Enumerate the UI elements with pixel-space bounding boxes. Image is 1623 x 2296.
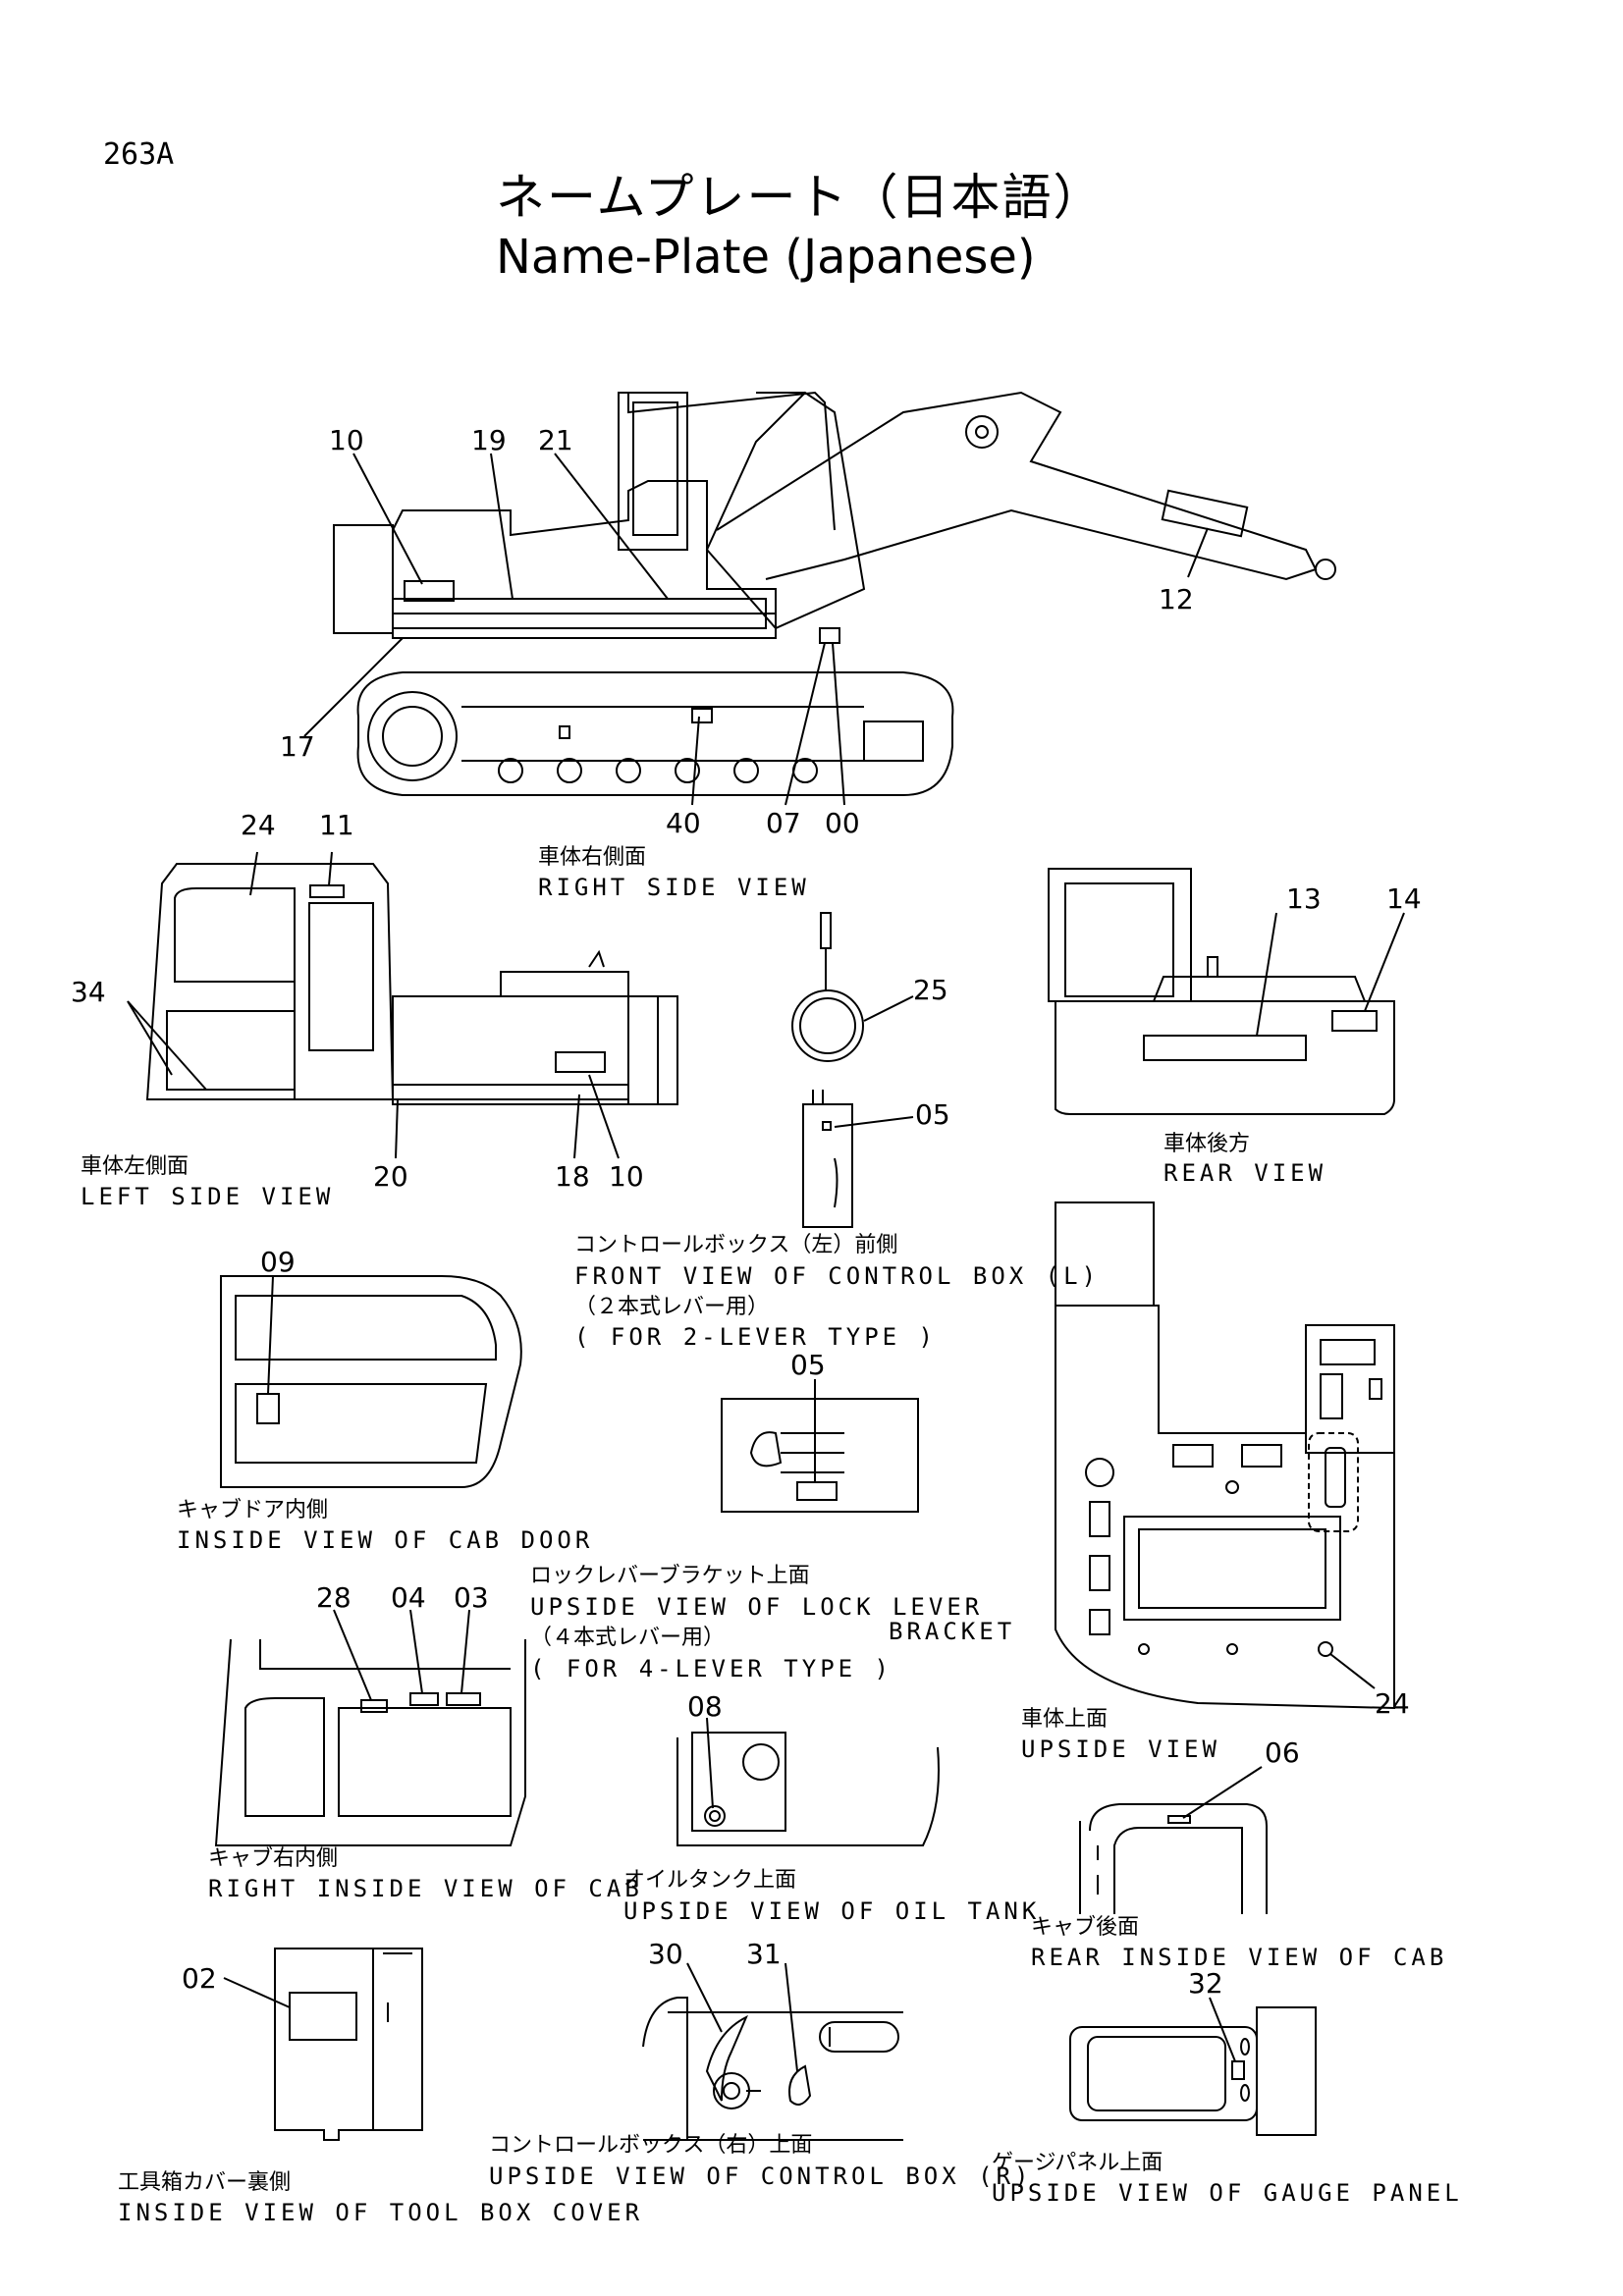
callout-14: 14: [1386, 882, 1422, 915]
callout-12: 12: [1159, 583, 1194, 615]
rear-view-jp: 車体後方: [1163, 1132, 1250, 1156]
left-side-drawing: [145, 863, 678, 1105]
callout-34: 34: [71, 976, 106, 1008]
callout-11: 11: [319, 809, 354, 841]
oil-tank-drawing: [676, 1717, 940, 1846]
left-side-view-en: LEFT SIDE VIEW: [81, 1183, 334, 1210]
callout-28: 28: [316, 1581, 352, 1614]
part-25-drawing: [791, 912, 914, 1062]
callout-19: 19: [471, 424, 507, 456]
callout-18: 18: [555, 1160, 590, 1193]
control-box-right-drawing: [642, 1962, 903, 2141]
left-side-callout-leaders: [127, 851, 620, 1159]
gauge-panel-en: UPSIDE VIEW OF GAUGE PANEL: [992, 2179, 1463, 2207]
upside-view-jp: 車体上面: [1021, 1707, 1108, 1732]
cab-door-jp: キャブドア内側: [177, 1498, 328, 1522]
gauge-panel-jp: ゲージパネル上面: [992, 2151, 1163, 2175]
oil-tank-jp: オイルタンク上面: [623, 1868, 796, 1893]
left-side-callouts: 24 11 34 20 18 10: [71, 809, 644, 1193]
callout-05-b: 05: [790, 1349, 826, 1381]
cab-right-jp: キャブ右内側: [208, 1846, 338, 1871]
tool-box-jp: 工具箱カバー裏側: [118, 2170, 291, 2195]
rear-view-en: REAR VIEW: [1163, 1159, 1326, 1187]
lock-lever-en: UPSIDE VIEW OF LOCK LEVER: [530, 1593, 983, 1621]
callout-25: 25: [913, 974, 948, 1006]
control-box-left-drawing: [802, 1090, 914, 1228]
callout-30: 30: [648, 1938, 683, 1970]
callout-40: 40: [666, 807, 701, 839]
lock-lever-drawing: [721, 1379, 919, 1513]
callout-04: 04: [391, 1581, 426, 1614]
callout-08: 08: [687, 1690, 723, 1723]
tool-box-en: INSIDE VIEW OF TOOL BOX COVER: [118, 2199, 643, 2226]
gauge-panel-drawing: [1069, 1997, 1317, 2136]
callout-31: 31: [746, 1938, 782, 1970]
tool-box-drawing: [223, 1948, 423, 2141]
callout-20: 20: [373, 1160, 408, 1193]
cab-right-drawing: [214, 1609, 526, 1846]
title-japanese: ネームプレート（日本語）: [496, 169, 1105, 226]
right-side-callout-leaders: [303, 453, 1209, 806]
right-side-view-jp: 車体右側面: [538, 845, 646, 870]
callout-00: 00: [825, 807, 860, 839]
callout-09: 09: [260, 1246, 296, 1278]
left-side-view-jp: 車体左側面: [81, 1154, 189, 1179]
callout-10-left: 10: [609, 1160, 644, 1193]
callout-10: 10: [329, 424, 364, 456]
title-english: Name-Plate (Japanese): [496, 230, 1036, 285]
page-number: 263A: [103, 137, 174, 172]
callout-21: 21: [538, 424, 573, 456]
rear-view-drawing: [1048, 868, 1405, 1115]
control-box-right-en: UPSIDE VIEW OF CONTROL BOX (R): [489, 2163, 1032, 2190]
callout-03: 03: [454, 1581, 489, 1614]
excavator-right-side-drawing: [333, 391, 1336, 796]
right-side-view-en: RIGHT SIDE VIEW: [538, 874, 810, 901]
control-box-left-jp: コントロールボックス（左）前側: [574, 1233, 897, 1257]
callout-17: 17: [280, 730, 315, 763]
cab-rear-en: REAR INSIDE VIEW OF CAB: [1031, 1944, 1447, 1971]
control-box-left-note-jp: （２本式レバー用）: [574, 1295, 769, 1319]
callout-05-a: 05: [915, 1098, 950, 1131]
upside-view-en: UPSIDE VIEW: [1021, 1735, 1220, 1763]
callout-02: 02: [182, 1962, 217, 1995]
cab-door-en: INSIDE VIEW OF CAB DOOR: [177, 1526, 593, 1554]
control-box-left-note-en: ( FOR 2-LEVER TYPE ): [574, 1323, 937, 1351]
callout-24: 24: [241, 809, 276, 841]
callout-07: 07: [766, 807, 801, 839]
lock-lever-note-en: ( FOR 4-LEVER TYPE ): [530, 1655, 893, 1682]
callout-13: 13: [1286, 882, 1322, 915]
cab-rear-drawing: [1079, 1766, 1268, 1914]
cab-door-drawing: [220, 1275, 522, 1488]
callout-06: 06: [1265, 1736, 1300, 1769]
lock-lever-jp: ロックレバーブラケット上面: [530, 1564, 810, 1588]
control-box-right-jp: コントロールボックス（右）上面: [489, 2133, 812, 2158]
callout-32: 32: [1188, 1967, 1223, 2000]
right-side-callouts: 10 19 21 12 17 40 07 00: [280, 424, 1194, 839]
cab-rear-jp: キャブ後面: [1031, 1915, 1139, 1940]
lock-lever-note-jp: （４本式レバー用）: [530, 1626, 725, 1650]
cab-right-en: RIGHT INSIDE VIEW OF CAB: [208, 1875, 643, 1902]
upside-view-drawing: [1055, 1201, 1395, 1710]
oil-tank-en: UPSIDE VIEW OF OIL TANK: [623, 1897, 1040, 1925]
control-box-left-en: FRONT VIEW OF CONTROL BOX (L): [574, 1262, 1100, 1290]
lock-lever-en2: BRACKET: [889, 1618, 1015, 1645]
callout-24-upside: 24: [1375, 1687, 1410, 1720]
